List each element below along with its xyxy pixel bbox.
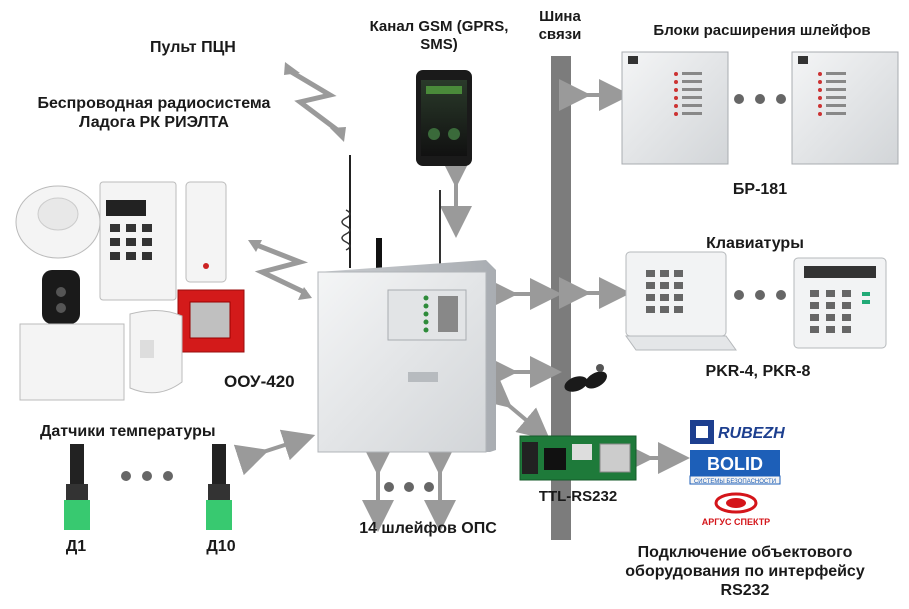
expansion-block-2 bbox=[791, 51, 899, 165]
label-d1: Д1 bbox=[65, 538, 87, 555]
label-pult: Пульт ПЦН bbox=[150, 39, 236, 56]
label-d10: Д10 bbox=[206, 538, 236, 555]
svg-text:СИСТЕМЫ БЕЗОПАСНОСТИ: СИСТЕМЫ БЕЗОПАСНОСТИ bbox=[694, 479, 776, 485]
wireless-zigzag-radio bbox=[248, 240, 312, 300]
bolid-logo: BOLID СИСТЕМЫ БЕЗОПАСНОСТИ bbox=[689, 450, 781, 485]
label-keypads: Клавиатуры bbox=[706, 235, 804, 252]
svg-text:АРГУС СПЕКТР: АРГУС СПЕКТР bbox=[702, 517, 770, 527]
svg-text:BOLID: BOLID bbox=[707, 454, 763, 474]
label-br181: БР-181 bbox=[732, 181, 788, 198]
label-pkr: PKR-4, PKR-8 bbox=[705, 363, 811, 380]
label-oou-420: ООУ-420 bbox=[224, 372, 295, 391]
gsm-smartphone bbox=[416, 70, 472, 166]
radio-system-devices bbox=[15, 181, 245, 401]
label-rs232-connection: Подключение объектового оборудования по … bbox=[625, 544, 865, 600]
temperature-sensor-d10 bbox=[206, 444, 232, 530]
label-loops: 14 шлейфов ОПС bbox=[359, 520, 497, 537]
expansion-block-1 bbox=[621, 51, 729, 165]
label-expanders: Блоки расширения шлейфов bbox=[653, 22, 871, 39]
wireless-zigzag-pult bbox=[284, 62, 346, 142]
argus-spectr-logo: АРГУС СПЕКТР bbox=[702, 492, 770, 527]
oou-420-panel bbox=[317, 155, 496, 453]
ttl-rs232-board bbox=[519, 435, 637, 481]
label-ttl-rs232: TTL-RS232 bbox=[538, 488, 618, 505]
keypad-pkr-4 bbox=[625, 251, 737, 351]
label-temperature-sensors: Датчики температуры bbox=[40, 423, 216, 440]
label-bus: Шина связи bbox=[538, 8, 582, 43]
svg-text:RUBEZH: RUBEZH bbox=[718, 425, 785, 442]
temperature-sensor-d1 bbox=[64, 444, 90, 530]
ellipsis-dots bbox=[121, 94, 786, 492]
keypad-pkr-8 bbox=[793, 257, 887, 349]
connection-arrows bbox=[233, 79, 690, 532]
label-radio: Беспроводная радиосистема Ладога РК РИЭЛ… bbox=[37, 95, 271, 132]
rubezh-logo: RUBEZH bbox=[690, 420, 785, 444]
touch-memory-keys bbox=[564, 364, 607, 392]
label-gsm: Канал GSM (GPRS, SMS) bbox=[369, 18, 509, 53]
